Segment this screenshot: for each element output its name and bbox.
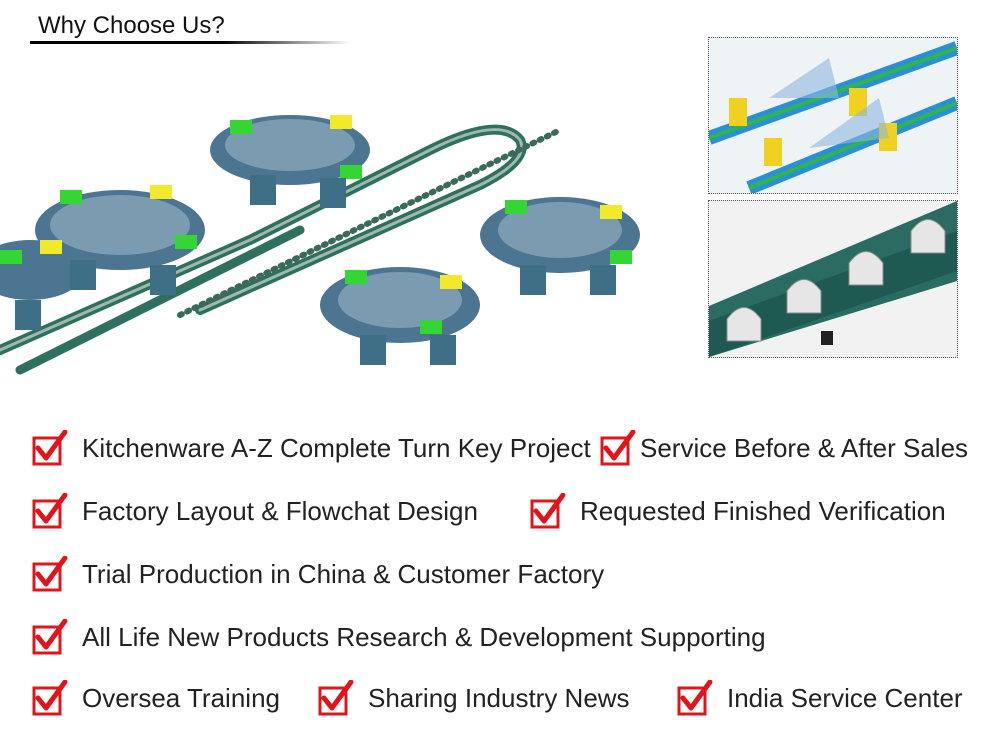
machine-heads: [0, 115, 632, 334]
feature-label: Trial Production in China & Customer Fac…: [82, 558, 605, 589]
conveyor-rail-illustration: [706, 38, 960, 195]
feature-label: Service Before & After Sales: [640, 432, 969, 463]
checkmark-icon: [32, 619, 68, 655]
feature-verification: Requested Finished Verification: [530, 493, 946, 529]
conveyor-parts-closeup: [709, 201, 957, 357]
machine-pedestals: [15, 175, 616, 365]
page-title: Why Choose Us?: [38, 12, 225, 39]
production-line-illustration: [0, 115, 640, 375]
feature-label: Factory Layout & Flowchat Design: [82, 495, 478, 526]
checkmark-icon: [600, 430, 636, 466]
feature-research-development: All Life New Products Research & Develop…: [32, 619, 766, 655]
checkmark-icon: [32, 493, 68, 529]
feature-india-service: India Service Center: [677, 680, 963, 716]
checkmark-icon: [32, 430, 68, 466]
rotary-machine-1: [35, 190, 205, 270]
title-underline: [30, 41, 350, 44]
feature-oversea-training: Oversea Training: [32, 680, 280, 716]
feature-trial-production: Trial Production in China & Customer Fac…: [32, 556, 604, 592]
feature-factory-layout: Factory Layout & Flowchat Design: [32, 493, 478, 529]
feature-industry-news: Sharing Industry News: [318, 680, 630, 716]
feature-label: All Life New Products Research & Develop…: [82, 621, 766, 652]
checkmark-icon: [32, 556, 68, 592]
feature-label: Sharing Industry News: [368, 682, 630, 713]
feature-label: Oversea Training: [82, 682, 280, 713]
feature-label: India Service Center: [727, 682, 963, 713]
feature-label: Kitchenware A-Z Complete Turn Key Projec…: [82, 432, 591, 463]
feature-turn-key-project: Kitchenware A-Z Complete Turn Key Projec…: [32, 430, 591, 466]
feature-label: Requested Finished Verification: [580, 495, 946, 526]
checkmark-icon: [318, 680, 354, 716]
checkmark-icon: [677, 680, 713, 716]
checkmark-icon: [530, 493, 566, 529]
conveyor-parts-thumbnail: [708, 200, 958, 358]
feature-service-sales: Service Before & After Sales: [600, 430, 968, 466]
conveyor-rails: [0, 124, 563, 375]
conveyor-rail-thumbnail: [706, 37, 960, 195]
checkmark-icon: [32, 680, 68, 716]
